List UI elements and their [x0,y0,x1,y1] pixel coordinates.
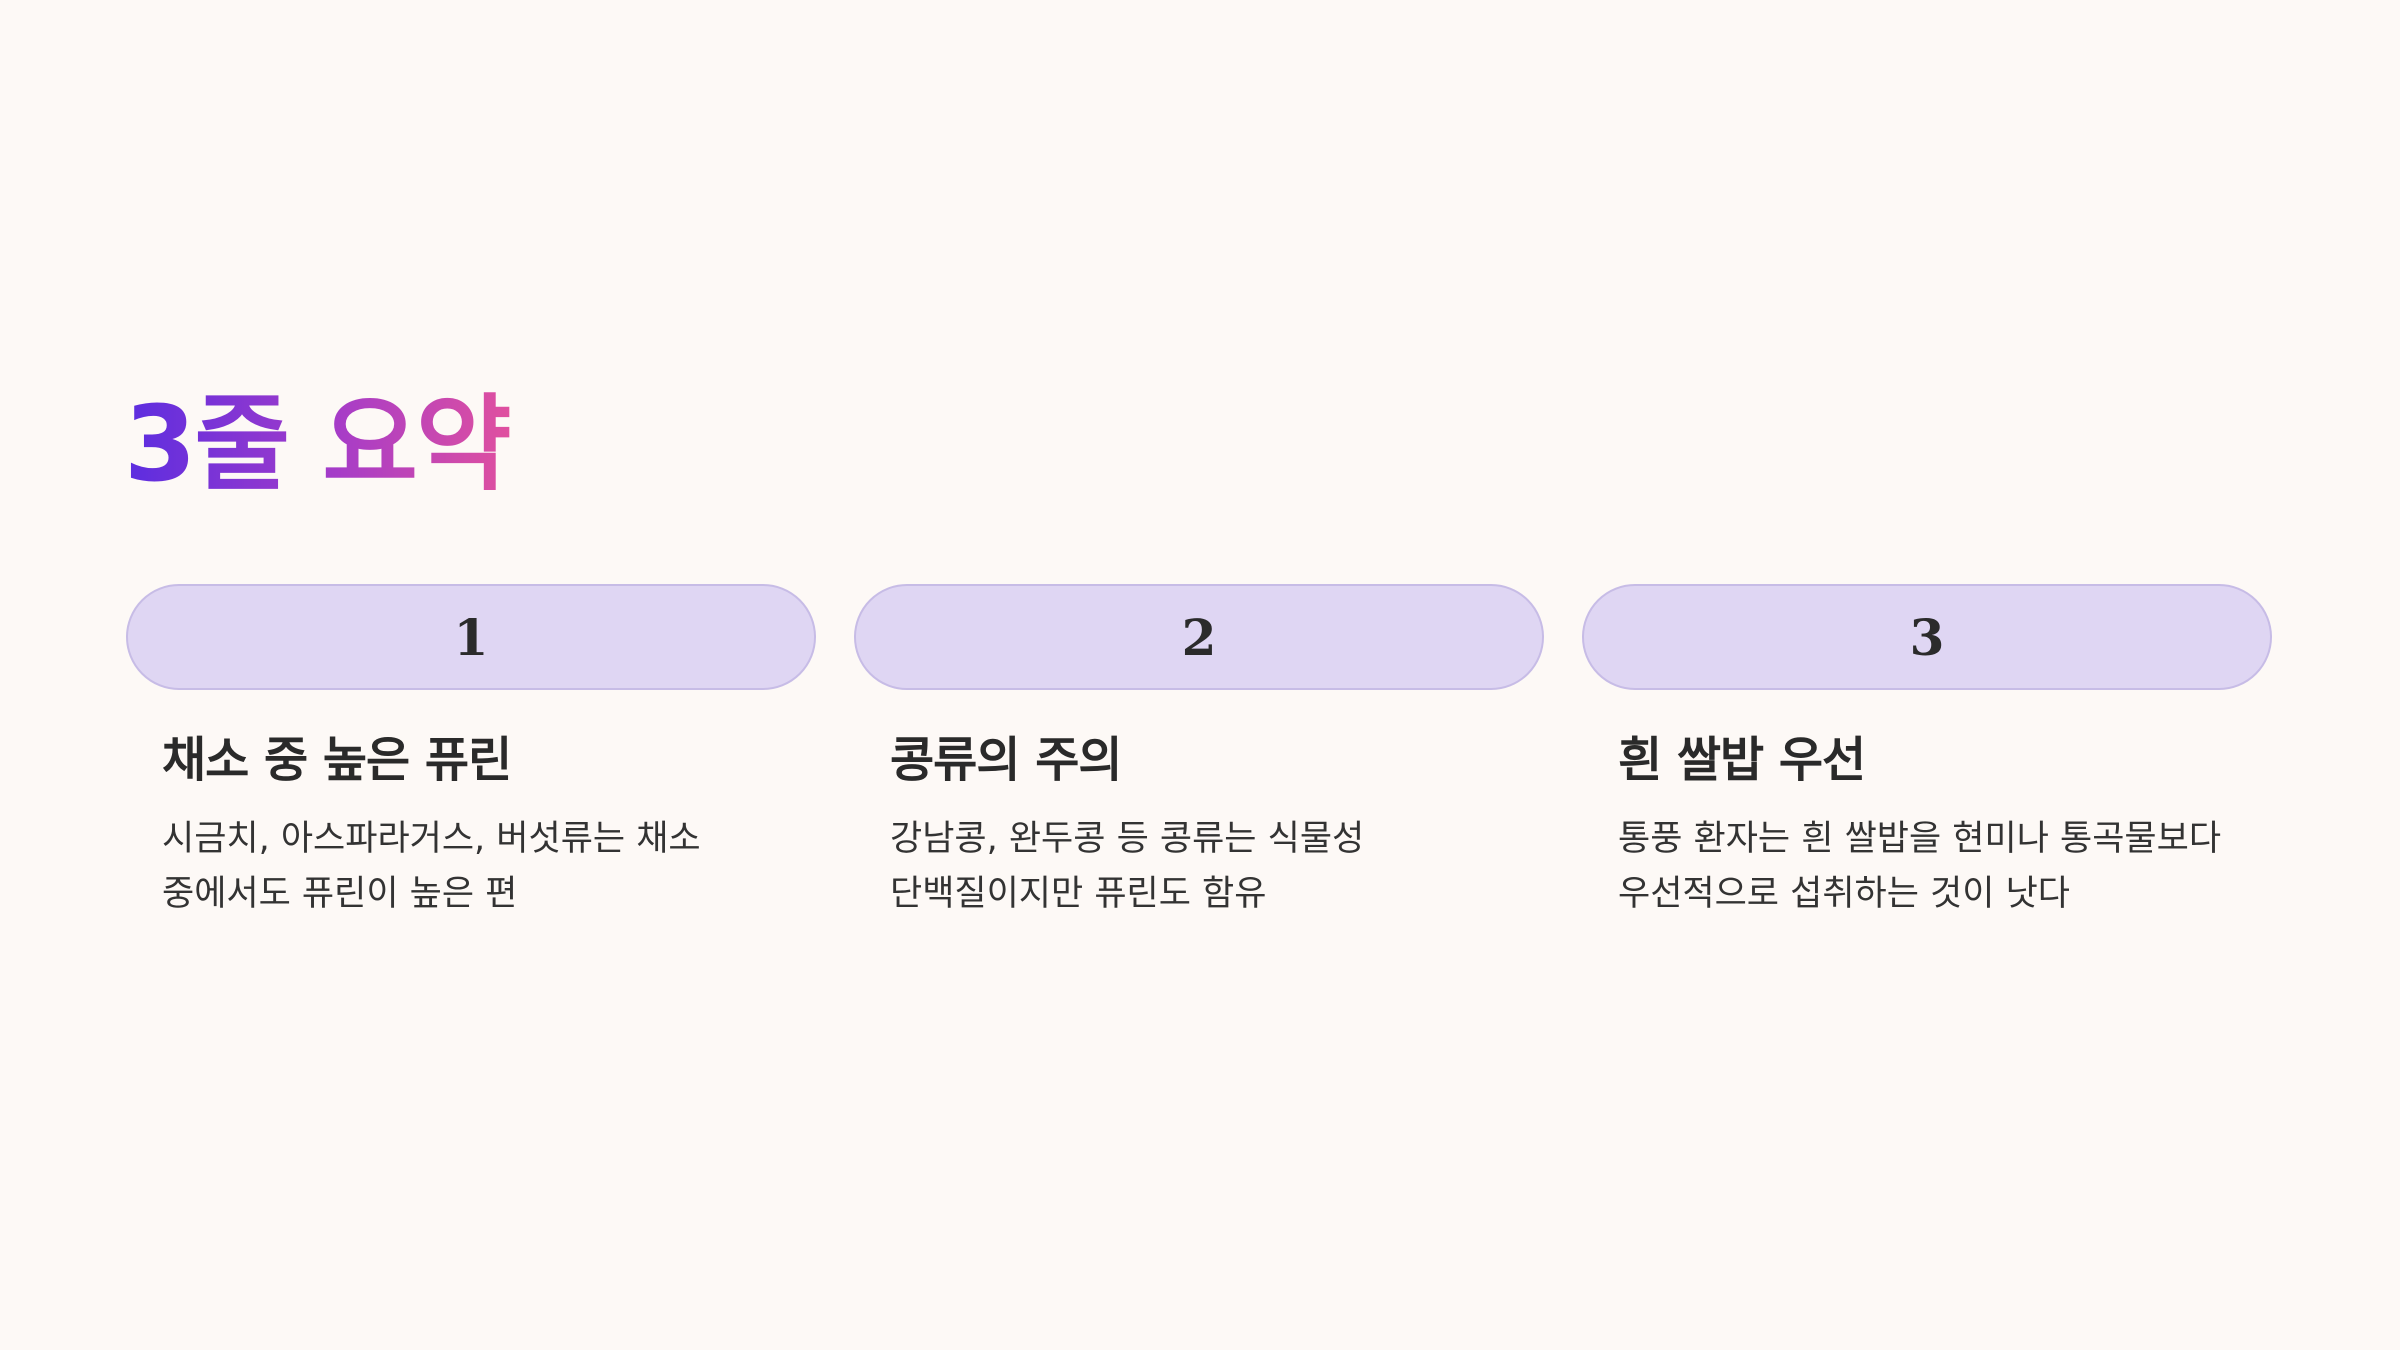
card-number: 1 [453,607,489,667]
card-description: 통풍 환자는 흰 쌀밥을 현미나 통곡물보다 우선적으로 섭취하는 것이 낫다 [1618,819,2222,914]
card-number: 2 [1181,607,1217,667]
summary-card-2: 2 콩류의 주의 강남콩, 완두콩 등 콩류는 식물성 단백질이지만 퓨린도 함… [854,584,1544,922]
page-title: 3줄 요약 [124,380,512,508]
card-heading: 흰 쌀밥 우선 [1618,732,1866,788]
number-pill: 1 [126,584,816,690]
summary-card-3: 3 흰 쌀밥 우선 통풍 환자는 흰 쌀밥을 현미나 통곡물보다 우선적으로 섭… [1582,584,2272,922]
card-heading: 채소 중 높은 퓨린 [162,732,512,788]
card-description: 강남콩, 완두콩 등 콩류는 식물성 단백질이지만 퓨린도 함유 [890,819,1365,914]
card-heading: 콩류의 주의 [890,732,1123,788]
summary-cards: 1 채소 중 높은 퓨린 시금치, 아스파라거스, 버섯류는 채소 중에서도 퓨… [126,584,2274,922]
card-description: 시금치, 아스파라거스, 버섯류는 채소 중에서도 퓨린이 높은 편 [162,819,701,914]
card-number: 3 [1909,607,1945,667]
number-pill: 3 [1582,584,2272,690]
number-pill: 2 [854,584,1544,690]
summary-card-1: 1 채소 중 높은 퓨린 시금치, 아스파라거스, 버섯류는 채소 중에서도 퓨… [126,584,816,922]
